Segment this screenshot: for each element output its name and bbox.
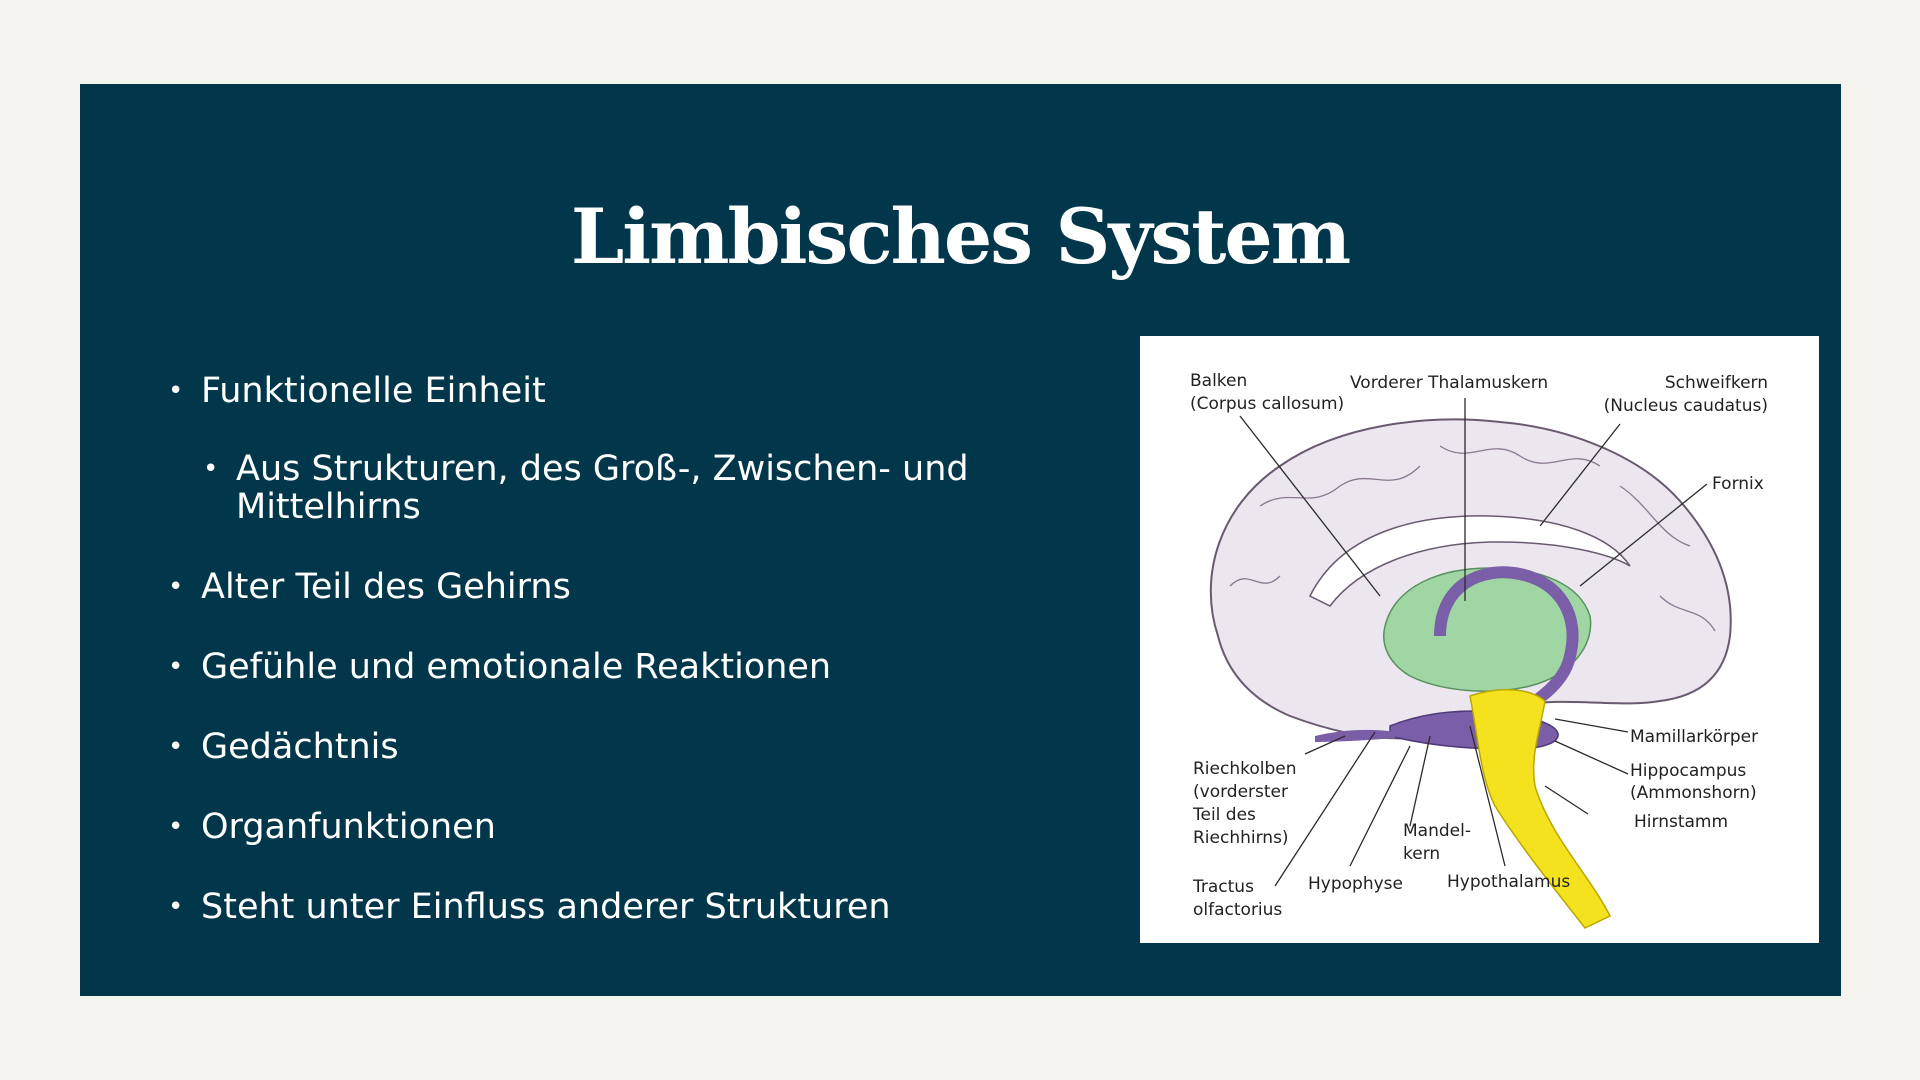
bullet-item: Funktionelle Einheit <box>168 372 1068 410</box>
label-schweifkern-latin: (Nucleus caudatus) <box>1604 396 1768 416</box>
fornix-shape <box>1434 566 1579 722</box>
sub-bullet-item: Aus Strukturen, des Groß-, Zwischen- und… <box>203 450 996 526</box>
brain-diagram-svg: Balken (Corpus callosum) Vorderer Thalam… <box>1190 371 1768 929</box>
label-hirnstamm: Hirnstamm <box>1634 812 1728 832</box>
bullet-item: Alter Teil des Gehirns <box>168 568 1068 606</box>
label-mandelkern-1: Mandel- <box>1403 821 1471 841</box>
label-thalamus: Vorderer Thalamuskern <box>1350 373 1548 393</box>
bullet-item: Gedächtnis <box>168 728 1068 766</box>
label-riechkolben-4: Riechhirns) <box>1193 828 1289 848</box>
label-mamillarkoerper: Mamillarkörper <box>1630 727 1758 747</box>
label-tractus-1: Tractus <box>1192 877 1254 897</box>
label-fornix: Fornix <box>1712 474 1764 494</box>
brain-diagram: Balken (Corpus callosum) Vorderer Thalam… <box>1140 336 1819 943</box>
label-riechkolben-3: Teil des <box>1192 805 1256 825</box>
bullet-item: Gefühle und emotionale Reaktionen <box>168 648 1068 686</box>
corpus-callosum-shape <box>1308 515 1631 607</box>
label-hypothalamus: Hypothalamus <box>1447 872 1570 892</box>
label-mandelkern-2: kern <box>1403 844 1440 864</box>
label-hippocampus-latin: (Ammonshorn) <box>1630 783 1757 803</box>
label-hippocampus: Hippocampus <box>1630 761 1746 781</box>
bullet-list: Funktionelle Einheit Aus Strukturen, des… <box>168 372 1068 968</box>
label-riechkolben-2: (vorderster <box>1193 782 1288 802</box>
label-balken: Balken <box>1190 371 1247 391</box>
bullet-item: Steht unter Einfluss anderer Strukturen <box>168 888 1068 926</box>
brainstem-shape <box>1469 688 1612 929</box>
olfactory-bulb-shape <box>1315 729 1395 742</box>
slide-title: Limbisches System <box>570 191 1351 281</box>
label-hypophyse: Hypophyse <box>1308 874 1403 894</box>
bullet-item: Organfunktionen <box>168 808 1068 846</box>
label-tractus-2: olfactorius <box>1193 900 1282 920</box>
label-balken-latin: (Corpus callosum) <box>1190 394 1344 414</box>
label-schweifkern: Schweifkern <box>1665 373 1768 393</box>
label-riechkolben-1: Riechkolben <box>1193 759 1297 779</box>
